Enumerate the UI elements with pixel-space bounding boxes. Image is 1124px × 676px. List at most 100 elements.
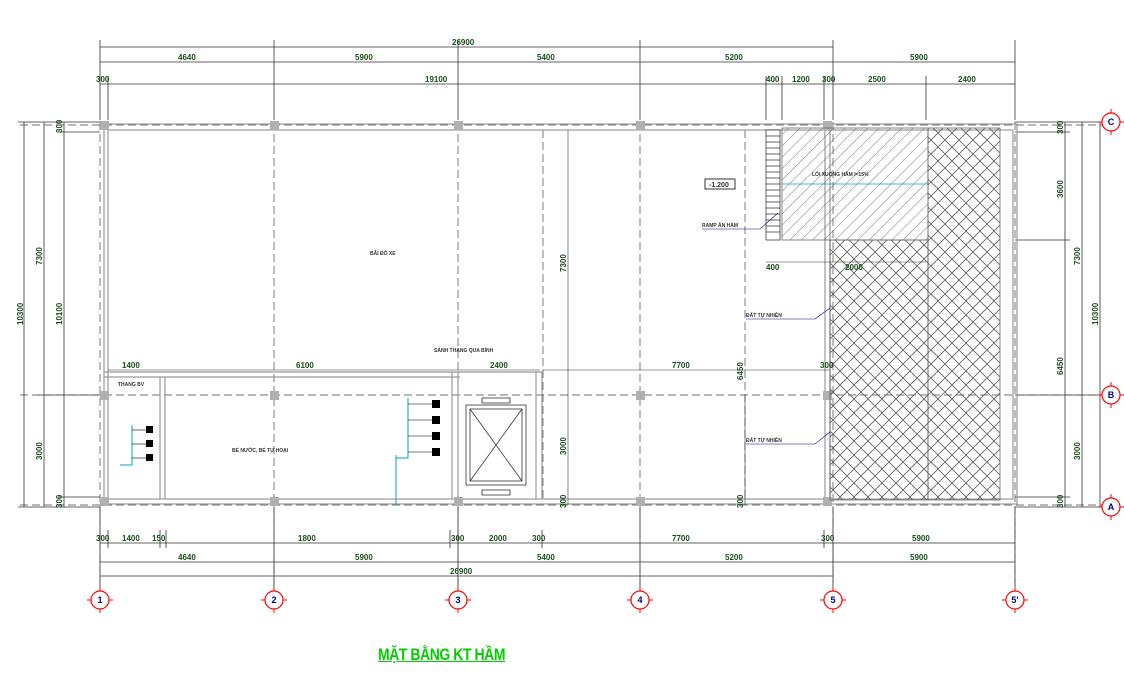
- axis-bubbles-right: C B A: [1098, 109, 1124, 520]
- label-fill-2: ĐẤT TỰ NHIÊN: [746, 436, 782, 444]
- dim-bot-8: 7700: [672, 534, 690, 543]
- main-stair: [395, 398, 409, 505]
- columns: [100, 121, 832, 506]
- dim-bot-overall: 26900: [450, 567, 473, 576]
- dim-top-overall: 26900: [452, 38, 475, 47]
- dim-right-mid: 3600: [1056, 180, 1065, 198]
- dim-top-row2-r3: 300: [822, 75, 836, 84]
- dim-left-inner: 10100: [55, 302, 64, 325]
- dim-top-row2-r2: 1200: [792, 75, 810, 84]
- axis-bubble-c-label: C: [1108, 117, 1115, 127]
- dim-right-upper: 7300: [1073, 247, 1082, 265]
- dim-top-row2-r4: 2500: [868, 75, 886, 84]
- dim-top-row2-left: 300: [96, 75, 110, 84]
- dim-bot-7: 300: [532, 534, 546, 543]
- ramp-area: [765, 127, 1001, 501]
- label-tech-room: BỂ NƯỚC, BỂ TỰ HOẠI: [232, 446, 289, 454]
- dim-bot-row2-1: 4640: [178, 553, 196, 562]
- interior-dims-lines: [108, 130, 926, 505]
- small-stair: [120, 425, 153, 466]
- axis-bubble-c: C: [1098, 109, 1124, 135]
- dim-top-5: 5900: [910, 53, 928, 62]
- axis-bubble-6: 5': [1002, 587, 1028, 613]
- level-tag: -1.200: [704, 178, 736, 190]
- dim-bot-row2-4: 5200: [725, 553, 743, 562]
- elevator: [465, 397, 527, 496]
- label-fill-1: ĐẤT TỰ NHIÊN: [746, 311, 782, 319]
- dim-bot-row2-2: 5900: [355, 553, 373, 562]
- dim-left-outer: 10300: [16, 302, 25, 325]
- axis-bubble-1-label: 1: [97, 595, 102, 605]
- ramp-steps: [765, 129, 781, 241]
- left-dimensions: [18, 121, 100, 508]
- axis-bubble-b-label: B: [1108, 390, 1115, 400]
- dim-right-top-small: 300: [1056, 120, 1065, 134]
- leaders: [702, 212, 831, 445]
- dim-int-300c: 300: [736, 494, 745, 508]
- axis-bubble-2: 2: [261, 587, 287, 613]
- bottom-dimensions: [99, 507, 1016, 590]
- dim-int-300a: 300: [820, 361, 834, 370]
- axis-bubble-a-label: A: [1108, 502, 1115, 512]
- label-parking: BÃI ĐỖ XE: [370, 250, 396, 257]
- main-stair-lines: [408, 403, 432, 453]
- main-stair-treads: [432, 400, 440, 456]
- dim-int-7300: 7300: [559, 254, 568, 272]
- dim-right-outer: 10300: [1091, 302, 1100, 325]
- dim-bot-2: 1400: [122, 534, 140, 543]
- dim-bot-4: 1800: [298, 534, 316, 543]
- dim-int-2000: 2000: [845, 263, 863, 272]
- axis-bubble-4: 4: [627, 587, 653, 613]
- dim-bot-3: 150: [152, 534, 166, 543]
- dim-right-lower: 3000: [1073, 442, 1082, 460]
- label-slope: LỐI XUỐNG HẦM I=15%: [812, 171, 869, 178]
- dim-int-1400: 1400: [122, 361, 140, 370]
- dim-right-lower2: 6450: [1056, 357, 1065, 375]
- axis-bubble-5-label: 5: [830, 595, 835, 605]
- dim-bot-row2-5: 5900: [910, 553, 928, 562]
- label-stair: THANG BV: [118, 382, 145, 388]
- axis-bubble-5: 5: [820, 587, 846, 613]
- axis-bubble-1: 1: [87, 587, 113, 613]
- dim-top-row2-r1: 400: [766, 75, 780, 84]
- dim-top-1: 4640: [178, 53, 196, 62]
- dim-bot-row2-3: 5400: [537, 553, 555, 562]
- dim-bot-9: 300: [821, 534, 835, 543]
- right-dimensions: [1015, 121, 1108, 508]
- axis-bubble-2-label: 2: [271, 595, 276, 605]
- dim-int-7700: 7700: [672, 361, 690, 370]
- label-elevator-lobby: SẢNH THANG QUA BÌNH: [434, 346, 494, 354]
- dim-int-2400: 2400: [490, 361, 508, 370]
- dim-right-bottom-small: 300: [1056, 494, 1065, 508]
- axis-bubble-3-label: 3: [455, 595, 460, 605]
- dim-top-3: 5400: [537, 53, 555, 62]
- axis-bubble-b: B: [1098, 382, 1124, 408]
- dim-bot-6: 2000: [489, 534, 507, 543]
- dim-int-300b: 300: [559, 494, 568, 508]
- dim-int-400: 400: [766, 263, 780, 272]
- axis-bubble-3: 3: [445, 587, 471, 613]
- axis-bubble-6-label: 5': [1011, 595, 1018, 605]
- top-dimensions: [99, 40, 1016, 120]
- dim-left-upper: 7300: [35, 247, 44, 265]
- axis-bubbles-bottom: 1 2 3 4 5 5': [87, 587, 1028, 613]
- dim-int-6450: 6450: [736, 362, 745, 380]
- dim-bot-5: 300: [451, 534, 465, 543]
- dim-left-lower: 3000: [35, 442, 44, 460]
- dim-top-4: 5200: [725, 53, 743, 62]
- dim-int-6100: 6100: [296, 361, 314, 370]
- axis-bubble-4-label: 4: [637, 595, 642, 605]
- dim-bot-1: 300: [96, 534, 110, 543]
- axis-bubble-a: A: [1098, 494, 1124, 520]
- dim-top-row2-r5: 2400: [958, 75, 976, 84]
- dim-int-3000: 3000: [559, 437, 568, 455]
- level-tag-text: -1.200: [709, 182, 729, 189]
- drawing-title: MẶT BẰNG KT HẦM: [378, 645, 506, 664]
- dim-top-row2-total: 19100: [425, 75, 448, 84]
- dim-bot-10: 5900: [912, 534, 930, 543]
- label-ramp: RAMP ÂN HẦM: [702, 222, 738, 229]
- dim-top-2: 5900: [355, 53, 373, 62]
- dim-left-bottom-small: 300: [55, 494, 64, 508]
- dim-left-top-small: 300: [55, 119, 64, 133]
